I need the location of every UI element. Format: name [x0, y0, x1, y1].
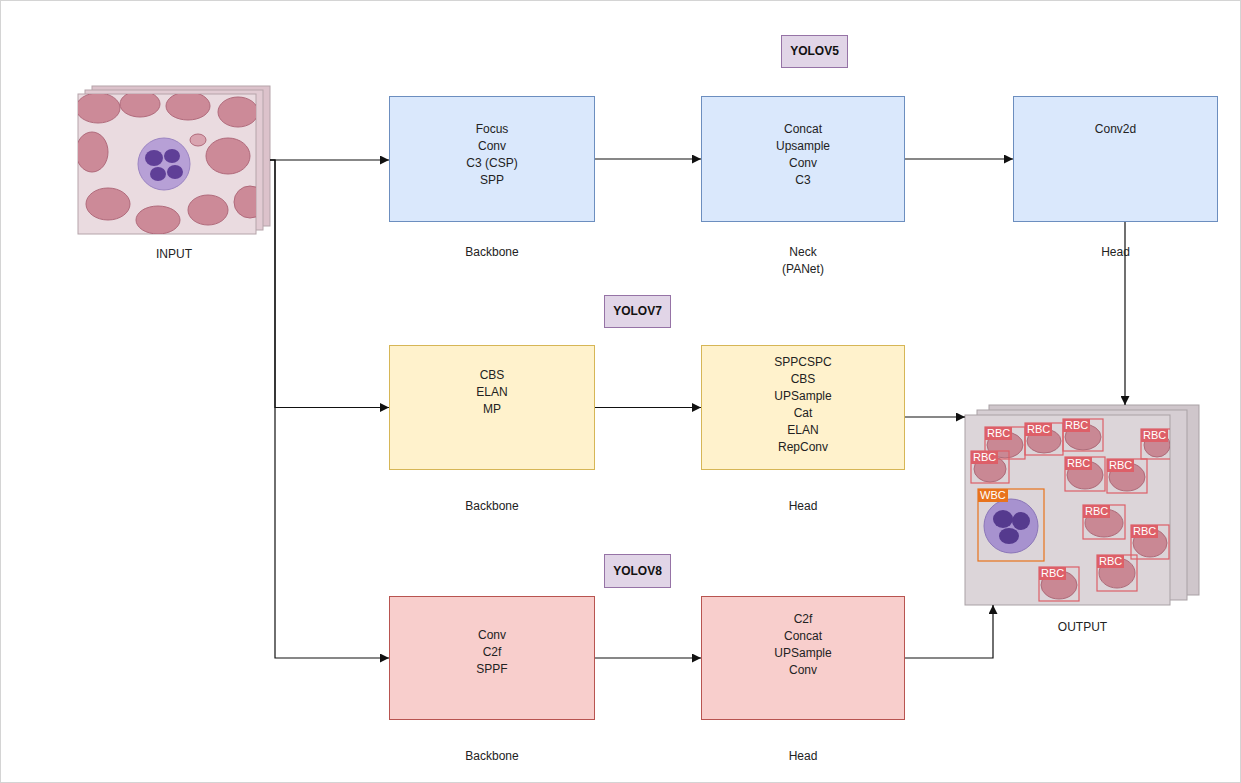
layer-name: Concat: [784, 121, 822, 138]
class-label: WBC: [978, 489, 1008, 502]
layer-name: C3 (CSP): [466, 155, 517, 172]
section-caption: Neck (PANet): [768, 244, 838, 278]
detection-box: [1063, 419, 1103, 451]
detection-box: [1097, 555, 1137, 591]
layer-name: ELAN: [476, 384, 507, 401]
input-illustration: [78, 86, 270, 234]
detection-box: [978, 489, 1044, 561]
section-caption: Head: [789, 748, 818, 765]
model-badge: YOLOV5: [781, 35, 848, 68]
blood-cells: [974, 424, 1170, 599]
flow-arrow: [270, 159, 389, 160]
class-label: RBC: [1107, 459, 1134, 472]
section-caption: Backbone: [465, 498, 518, 515]
class-label: RBC: [1141, 429, 1168, 442]
model-name: YOLOV5: [790, 43, 839, 60]
white-cell: [984, 499, 1038, 553]
backbone-box: ConvC2fSPPFBackbone: [389, 596, 595, 720]
layer-name: SPPF: [476, 661, 507, 678]
flow-arrow: [905, 416, 965, 417]
flow-arrow: [595, 657, 701, 658]
class-label: RBC: [971, 451, 998, 464]
flow-arrow: [270, 160, 389, 658]
detection-box: [1025, 423, 1063, 455]
head-box: SPPCSPCCBSUPSampleCatELANRepConvHead: [701, 345, 905, 470]
layer-name: Conv: [789, 155, 817, 172]
class-label: RBC: [1097, 555, 1124, 568]
class-label: RBC: [1025, 423, 1052, 436]
section-caption: Backbone: [465, 244, 518, 261]
layer-name: Upsample: [776, 138, 830, 155]
model-name: YOLOV7: [613, 303, 662, 320]
detection-box: [1039, 567, 1079, 601]
section-caption: Head: [1101, 244, 1130, 261]
image-layer: [965, 415, 1170, 605]
detection-box: [971, 451, 1009, 483]
input-image: INPUT: [78, 86, 270, 234]
layer-name: Focus: [476, 121, 509, 138]
layer-name: ELAN: [787, 422, 818, 439]
layer-name: CBS: [791, 371, 816, 388]
class-label: RBC: [1063, 419, 1090, 432]
detection-box: [1083, 505, 1125, 539]
layer-name: SPP: [480, 172, 504, 189]
class-label: RBC: [1065, 457, 1092, 470]
layer-name: Conv: [478, 138, 506, 155]
section-caption: INPUT: [156, 246, 192, 263]
flow-arrow: [905, 158, 1013, 159]
layer-name: C2f: [794, 611, 813, 628]
head-box: C2fConcatUPSampleConvHead: [701, 596, 905, 720]
layer-name: RepConv: [778, 439, 828, 456]
model-badge: YOLOV7: [604, 295, 671, 328]
layer-name: C3: [795, 172, 810, 189]
detection-box: [1141, 429, 1170, 459]
detection-box: [1065, 457, 1105, 491]
layer-name: CBS: [480, 367, 505, 384]
layer-name: UPSample: [774, 388, 831, 405]
head-box: Conv2dHead: [1013, 96, 1218, 222]
class-label: RBC: [1039, 567, 1066, 580]
layer-name: Cat: [794, 405, 813, 422]
layer-name: Conv: [789, 662, 817, 679]
flow-arrow: [270, 160, 389, 408]
class-label: RBC: [1131, 525, 1158, 538]
layer-name: Conv: [478, 627, 506, 644]
layer-name: UPSample: [774, 645, 831, 662]
output-image: OUTPUTRBCRBCRBCRBCRBCRBCWBCRBCRBCRBCRBCR…: [965, 405, 1200, 605]
model-name: YOLOV8: [613, 563, 662, 580]
flow-arrow: [905, 605, 993, 658]
layer-name: C2f: [483, 644, 502, 661]
layer-name: Concat: [784, 628, 822, 645]
class-label: RBC: [1083, 505, 1110, 518]
model-badge: YOLOV8: [604, 554, 671, 588]
backbone-box: FocusConvC3 (CSP)SPPBackbone: [389, 96, 595, 222]
detection-boxes: [971, 419, 1170, 601]
flow-arrow: [595, 158, 701, 159]
neck-box: ConcatUpsampleConvC3Neck (PANet): [701, 96, 905, 222]
layer-name: MP: [483, 401, 501, 418]
class-label: RBC: [985, 427, 1012, 440]
layer-name: SPPCSPC: [774, 354, 831, 371]
layer-name: Conv2d: [1095, 121, 1136, 138]
blood-cells: [78, 94, 256, 234]
section-caption: Head: [789, 498, 818, 515]
detection-box: [1131, 525, 1169, 559]
section-caption: Backbone: [465, 748, 518, 765]
white-cell: [138, 138, 190, 190]
section-caption: OUTPUT: [1058, 619, 1107, 636]
flow-arrow: [595, 407, 701, 408]
backbone-box: CBSELANMPBackbone: [389, 345, 595, 470]
detection-box: [1107, 459, 1147, 493]
